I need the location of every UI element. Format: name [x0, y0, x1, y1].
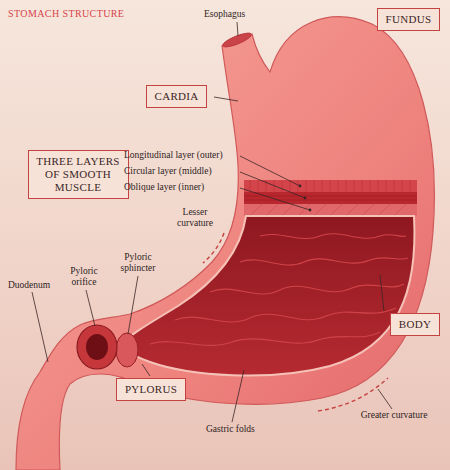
circular-fibres — [244, 196, 417, 200]
part-label: Gastric folds — [206, 424, 255, 435]
esophagus-opening — [221, 30, 253, 49]
greater-curvature-dashes — [318, 378, 388, 411]
region-box: PYLORUS — [116, 378, 186, 401]
circular-muscle-layer — [244, 192, 417, 204]
oblique-fibres — [250, 204, 406, 216]
layer-label: Longitudinal layer (outer) — [124, 150, 223, 161]
longitudinal-muscle-layer — [244, 180, 417, 192]
lesser-curvature-dashes — [203, 233, 224, 263]
layers-heading-box: THREE LAYERS OF SMOOTH MUSCLE — [28, 150, 129, 199]
part-label: Pyloric orifice — [60, 266, 108, 288]
leader-lines — [32, 22, 392, 422]
stomach-outline — [16, 17, 434, 470]
part-label: Duodenum — [8, 280, 50, 291]
gastric-fold-lines — [150, 234, 408, 346]
diagram-title: STOMACH STRUCTURE — [8, 8, 124, 20]
part-label: Greater curvature — [360, 410, 428, 421]
part-label: Pyloric sphincter — [112, 252, 164, 274]
region-box: FUNDUS — [377, 8, 440, 31]
part-label: Lesser curvature — [168, 207, 222, 229]
region-box: BODY — [390, 313, 440, 336]
layer-label: Circular layer (middle) — [124, 166, 212, 177]
region-name: CARDIA — [154, 90, 199, 103]
region-name: PYLORUS — [124, 383, 178, 396]
region-name: FUNDUS — [385, 13, 432, 26]
region-box: CARDIA — [146, 85, 207, 108]
leader-dots — [299, 185, 312, 212]
oblique-muscle-layer — [244, 204, 417, 216]
pyloric-orifice-ring — [77, 325, 117, 369]
pyloric-sphincter-shape — [116, 333, 138, 367]
region-name: THREE LAYERS OF SMOOTH MUSCLE — [36, 155, 120, 194]
part-label: Esophagus — [204, 9, 245, 20]
stomach-cavity — [120, 216, 414, 376]
pyloric-orifice-opening — [86, 334, 108, 360]
layer-label: Oblique layer (inner) — [124, 182, 204, 193]
region-name: BODY — [398, 318, 432, 331]
